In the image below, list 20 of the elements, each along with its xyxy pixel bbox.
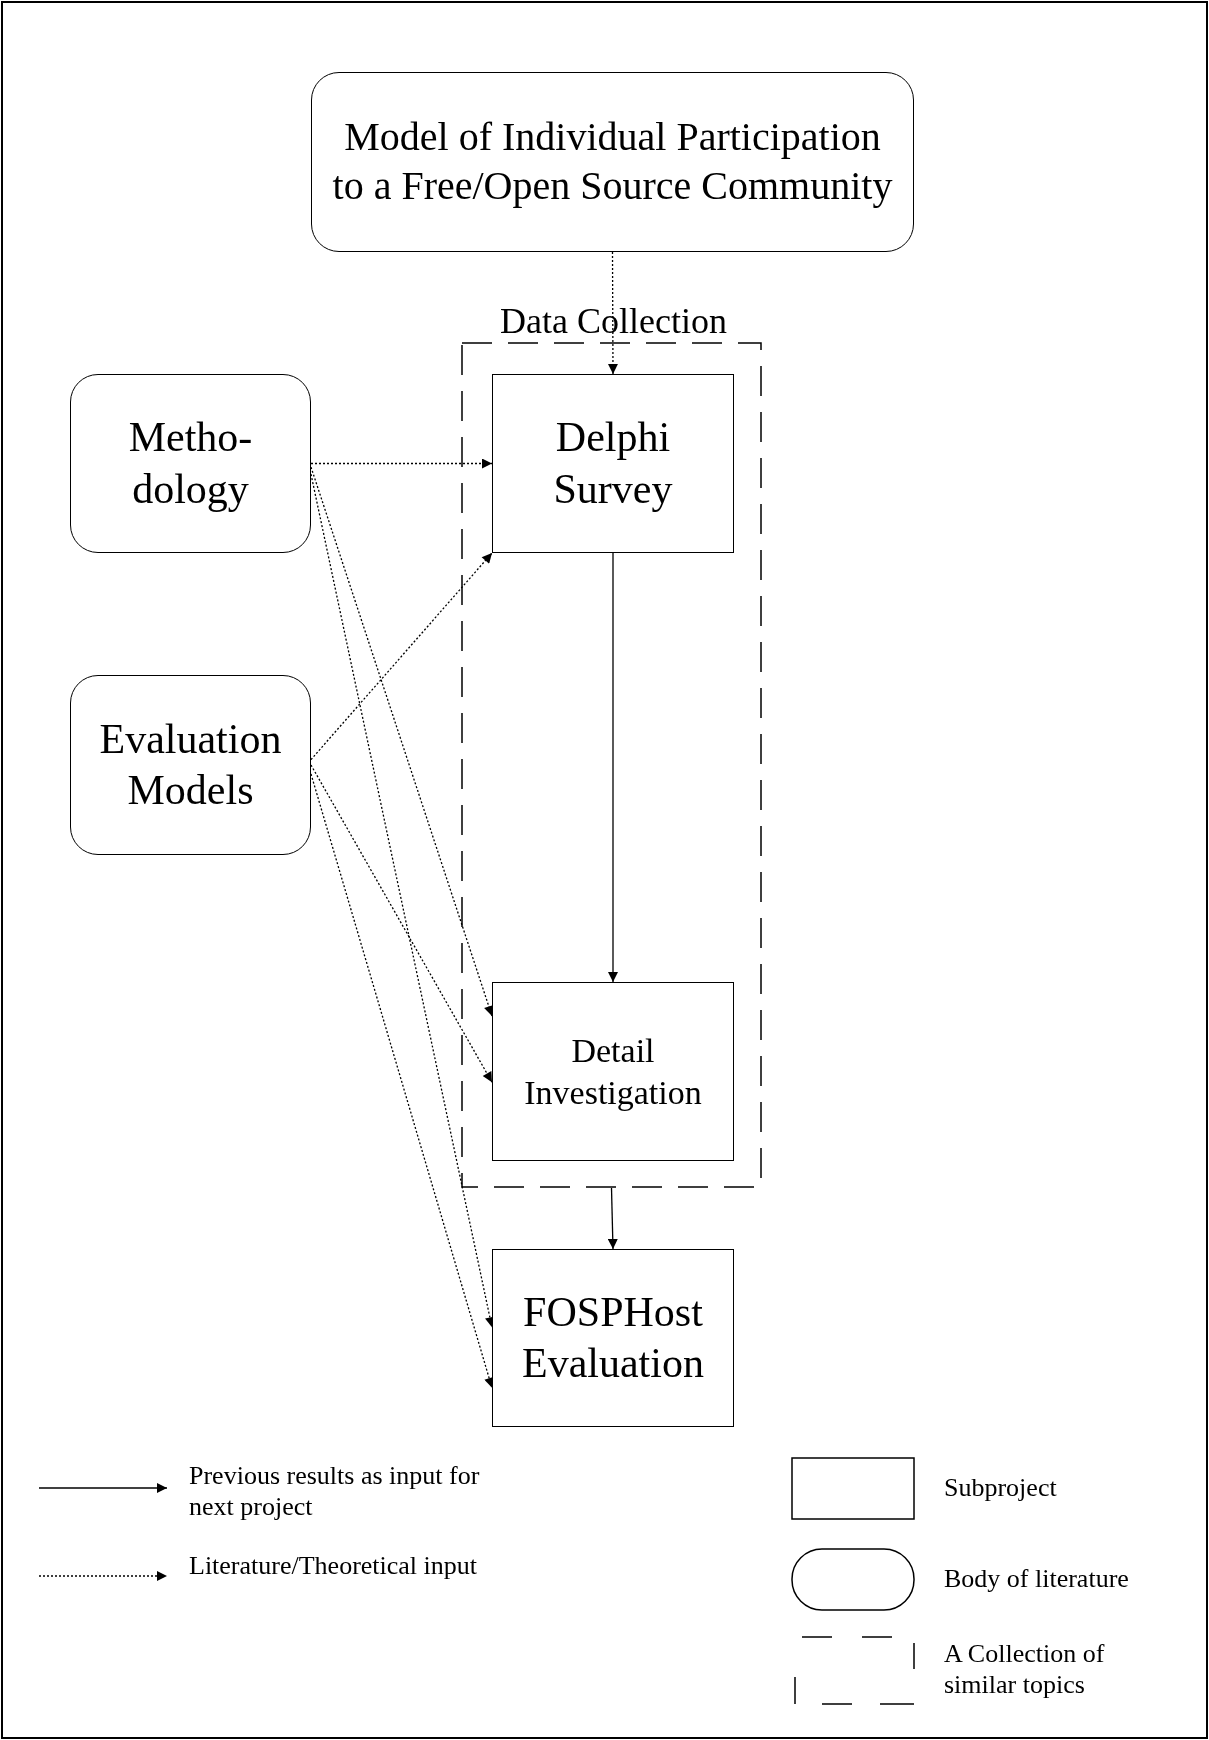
arrow — [310, 773, 494, 1389]
literature-box: Evaluation Models — [70, 675, 311, 855]
subproject-box: Detail Investigation — [492, 982, 734, 1161]
literature-box: Metho-dology — [70, 374, 311, 553]
arrow — [608, 552, 618, 983]
arrow — [310, 764, 493, 1083]
arrow — [607, 251, 618, 375]
group-heading: Data Collection — [500, 300, 727, 343]
literature-box: Model of Individual Participation to a Free/Open Source Community — [311, 72, 914, 252]
legend-text: Previous results as input for next project — [189, 1460, 481, 1523]
arrow — [607, 1187, 618, 1250]
arrow — [310, 466, 494, 1017]
legend-text: Subproject — [944, 1472, 1058, 1504]
legend-text: Body of literature — [944, 1563, 1130, 1595]
arrow — [310, 552, 493, 761]
legend-text: Literature/Theoretical input — [189, 1550, 479, 1582]
arrow — [310, 458, 493, 469]
subproject-box: Delphi Survey — [492, 374, 734, 553]
subproject-box: FOSPHost Evaluation — [492, 1249, 734, 1427]
legend-text: A Collection of similar topics — [944, 1638, 1106, 1701]
